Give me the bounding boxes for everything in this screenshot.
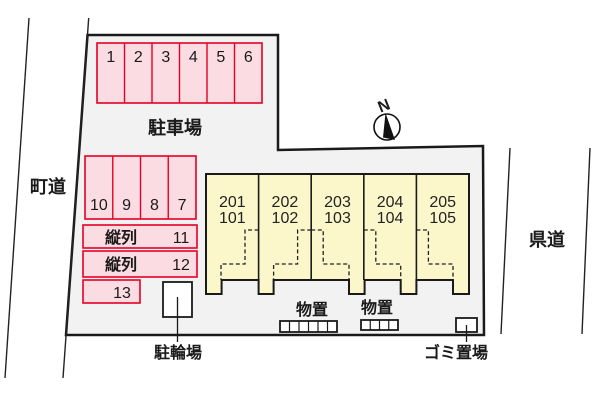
tandem-row-12: 縦列 12 (82, 250, 198, 278)
parking-space-number: 6 (244, 49, 253, 66)
unit-205-105: 205 105 (429, 194, 456, 227)
parking-space-number: 2 (134, 49, 143, 66)
unit-201-101: 201 101 (219, 194, 246, 227)
tandem-row-11: 縦列 11 (82, 224, 198, 249)
unit-lower-number: 101 (219, 210, 246, 227)
parking-space-number: 10 (90, 197, 108, 214)
parking-space-number: 5 (216, 49, 225, 66)
parking-row-top: 1 2 3 4 5 6 (96, 42, 263, 104)
parking-space-number: 12 (172, 257, 190, 274)
tandem-space-12 (82, 250, 198, 278)
left-road-outer-line (4, 17, 30, 379)
parking-space-13: 13 (82, 279, 141, 304)
storage-left: 物置 (279, 300, 338, 333)
parking-space-number: 4 (189, 49, 198, 66)
parking-space-13-box (82, 279, 141, 304)
unit-203-103: 203 103 (324, 194, 351, 227)
storage-label: 物置 (296, 300, 328, 319)
unit-lower-number: 103 (324, 210, 351, 227)
unit-entry-dashed-outline (416, 229, 454, 280)
tandem-type-label: 縦列 (105, 228, 137, 247)
unit-lower-number: 105 (429, 210, 456, 227)
unit-202-102: 202 102 (272, 194, 299, 227)
bicycle-parking: 駐輪場 (154, 281, 202, 362)
unit-204-104: 204 104 (377, 194, 404, 227)
left-road-label: 町道 (30, 176, 66, 197)
left-site-boundary-line (62, 17, 90, 379)
building: 201 101 202 102 203 103 204 104 205 105 (205, 173, 470, 295)
parking-row-mid: 10 9 8 7 (84, 155, 197, 220)
tandem-type-label: 縦列 (105, 255, 137, 274)
garbage-area: ゴミ置場 (424, 317, 488, 362)
tandem-space-11 (82, 224, 198, 249)
parking-space-number: 3 (161, 49, 170, 66)
unit-entry-dashed-outline (363, 229, 402, 280)
unit-lower-number: 104 (377, 210, 404, 227)
compass-north-label: N (376, 96, 393, 116)
unit-entry-dashed-outline (311, 229, 350, 280)
compass: N (373, 96, 401, 141)
unit-entry-dashed-outline (220, 229, 259, 280)
parking-space-number: 11 (173, 230, 190, 247)
parking-lot-label: 駐車場 (148, 117, 202, 138)
unit-entry-dashed-outline (272, 229, 312, 280)
unit-lower-number: 102 (272, 210, 299, 227)
bicycle-parking-label: 駐輪場 (154, 343, 202, 362)
compass-needle-icon (383, 113, 395, 140)
parking-space-number: 1 (106, 49, 115, 66)
right-road-inner-line (500, 147, 511, 335)
parking-space-number: 9 (122, 197, 131, 214)
parking-space-number: 7 (178, 197, 187, 214)
unit-upper-number: 205 (429, 194, 456, 211)
storage-right: 物置 (360, 298, 399, 331)
parking-space-number: 13 (113, 285, 131, 302)
unit-upper-number: 204 (377, 194, 404, 211)
parking-space-number: 8 (150, 197, 159, 214)
right-road-outer-line (581, 147, 591, 335)
building-footprint (205, 173, 470, 295)
unit-upper-number: 202 (272, 194, 299, 211)
garbage-area-label: ゴミ置場 (424, 343, 488, 362)
storage-label: 物置 (361, 298, 393, 317)
unit-upper-number: 203 (324, 194, 351, 211)
right-road-label: 県道 (529, 229, 565, 250)
unit-upper-number: 201 (219, 194, 246, 211)
